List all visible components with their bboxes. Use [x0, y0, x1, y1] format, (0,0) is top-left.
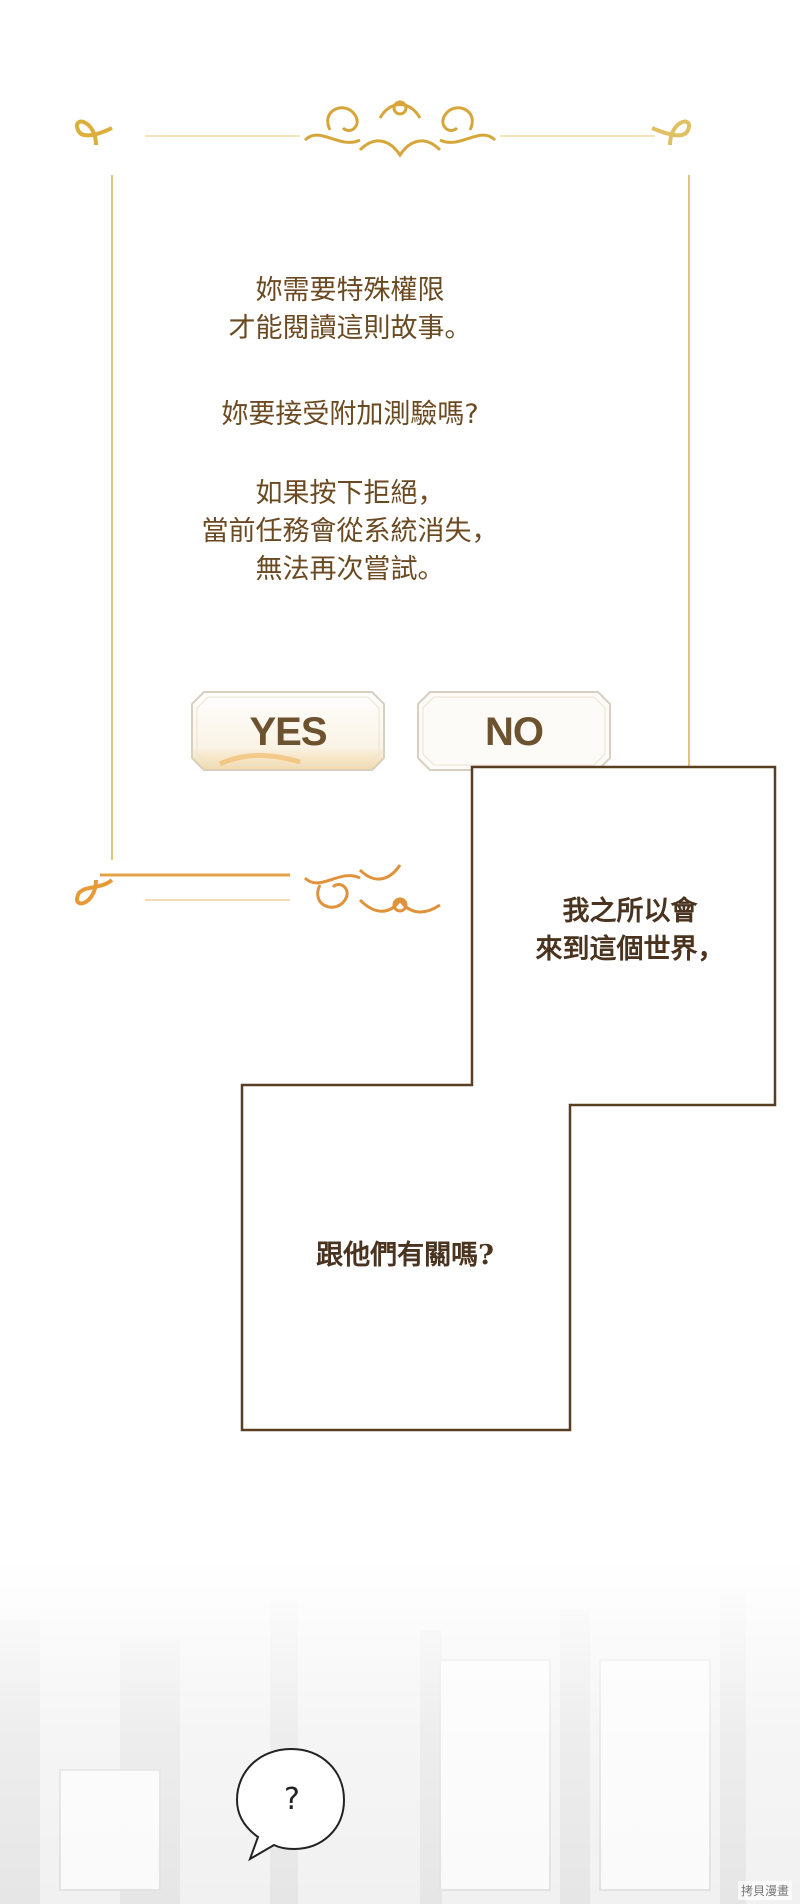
dialog-line: 當前任務會從系統消失，	[201, 516, 499, 547]
narration-line: 我之所以會	[562, 896, 698, 927]
room-background	[0, 1560, 800, 1904]
dialog-paragraph-warning: 如果按下拒絕， 當前任務會從系統消失， 無法再次嘗試。	[130, 475, 570, 589]
no-button[interactable]: NO	[416, 690, 612, 772]
speech-bubble	[235, 1747, 346, 1862]
narration-box-2-text: 跟他們有關嗎?	[250, 1237, 560, 1275]
narration-line: 來到這個世界，	[535, 934, 725, 965]
narration-line: 跟他們有關嗎?	[316, 1240, 494, 1271]
narration-box-1-text: 我之所以會 來到這個世界，	[490, 893, 770, 969]
dialog-paragraph-permission: 妳需要特殊權限 才能閱讀這則故事。	[130, 272, 570, 348]
no-button-label: NO	[485, 710, 544, 754]
dialog-paragraph-question: 妳要接受附加測驗嗎?	[130, 396, 570, 434]
dialog-line: 如果按下拒絕，	[255, 478, 445, 509]
narration-box-outline	[240, 765, 777, 1432]
yes-button[interactable]: YES	[190, 690, 386, 772]
dialog-line: 無法再次嘗試。	[255, 554, 445, 585]
speech-bubble-text: ?	[284, 1782, 300, 1817]
dialog-line: 妳要接受附加測驗嗎?	[221, 399, 479, 430]
golden-frame	[75, 100, 691, 914]
watermark: 拷貝漫畫	[737, 1881, 792, 1900]
yes-button-shape	[191, 691, 385, 771]
yes-button-label: YES	[249, 710, 327, 754]
dialog-line: 才能閱讀這則故事。	[228, 313, 472, 344]
dialog-line: 妳需要特殊權限	[255, 275, 445, 306]
